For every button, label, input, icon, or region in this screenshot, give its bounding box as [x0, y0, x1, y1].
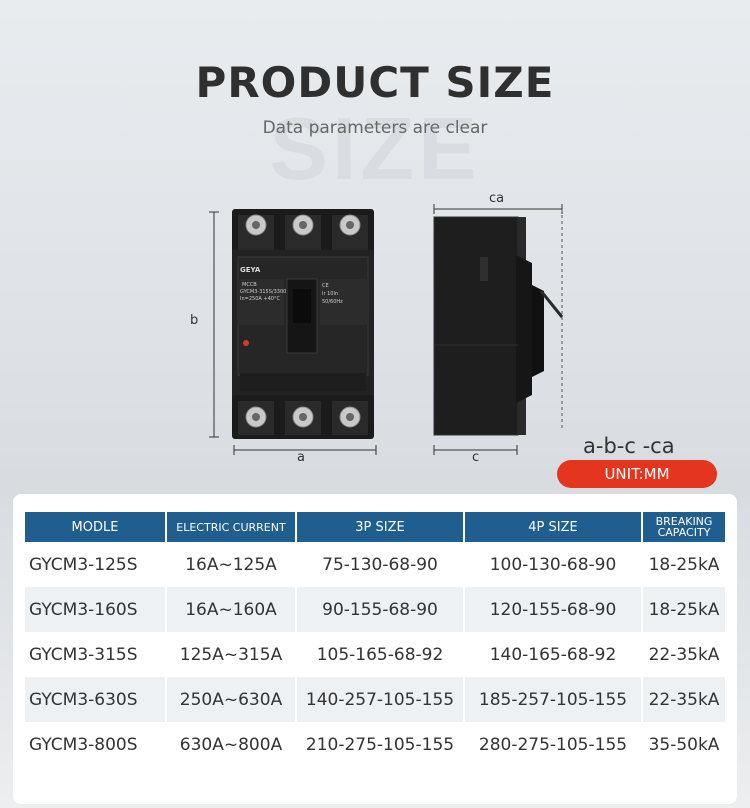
dim-label-a: a: [297, 450, 305, 465]
front-view: MCCB GYCM3-315S/3300 In=250A +40°C CE Ir…: [232, 209, 374, 439]
svg-text:GEYA: GEYA: [240, 266, 261, 274]
svg-text:CE: CE: [322, 283, 329, 289]
cell-current: 16A~160A: [167, 587, 295, 632]
header-current: ELECTRIC CURRENT: [167, 512, 295, 542]
unit-badge: UNIT:MM: [557, 460, 717, 488]
cell-current: 16A~125A: [185, 554, 277, 575]
svg-text:Ir 10In: Ir 10In: [322, 291, 338, 297]
dim-label-b: b: [190, 313, 199, 328]
cell-4p: 185-257-105-155: [465, 677, 641, 722]
cell-capacity: 22-35kA: [643, 677, 725, 722]
dim-label-c: c: [472, 450, 480, 465]
cell-model: GYCM3-630S: [25, 677, 165, 722]
cell-capacity: 35-50kA: [648, 734, 720, 755]
header-4p-size: 4P SIZE: [465, 512, 641, 542]
header-model: MODLE: [25, 512, 165, 542]
cell-3p: 140-257-105-155: [297, 677, 463, 722]
header-breaking-capacity: BREAKING CAPACITY: [643, 512, 725, 542]
cell-3p: 210-275-105-155: [305, 734, 455, 755]
cell-current: 630A~800A: [179, 734, 283, 755]
cell-capacity: 22-35kA: [648, 644, 720, 665]
svg-text:In=250A +40°C: In=250A +40°C: [240, 296, 280, 302]
cell-3p: 105-165-68-92: [316, 644, 444, 665]
cell-4p: 140-165-68-92: [489, 644, 617, 665]
svg-text:GYCM3-315S/3300: GYCM3-315S/3300: [240, 289, 286, 295]
cell-4p: 100-130-68-90: [489, 554, 617, 575]
background-watermark-text: SIZE: [269, 99, 481, 198]
table-row: GYCM3-630S 250A~630A 140-257-105-155 185…: [25, 677, 725, 722]
cell-model: GYCM3-800S: [29, 734, 138, 755]
table-row: GYCM3-125S 16A~125A 75-130-68-90 100-130…: [25, 542, 725, 587]
cell-3p: 90-155-68-90: [297, 587, 463, 632]
table-row: GYCM3-800S 630A~800A 210-275-105-155 280…: [25, 722, 725, 767]
product-illustration: MCCB GYCM3-315S/3300 In=250A +40°C CE Ir…: [190, 191, 590, 470]
cell-capacity: 18-25kA: [643, 587, 725, 632]
side-view: [433, 216, 564, 436]
cell-4p: 120-155-68-90: [465, 587, 641, 632]
dimension-formula: a-b-c -ca: [583, 434, 675, 458]
cell-4p: 280-275-105-155: [478, 734, 628, 755]
table-row: GYCM3-315S 125A~315A 105-165-68-92 140-1…: [25, 632, 725, 677]
cell-model: GYCM3-125S: [29, 554, 138, 575]
cell-model: GYCM3-315S: [29, 644, 138, 665]
cell-model: GYCM3-160S: [25, 587, 165, 632]
size-table-card: MODLE ELECTRIC CURRENT 3P SIZE 4P SIZE B…: [13, 494, 737, 804]
table-row: GYCM3-160S 16A~160A 90-155-68-90 120-155…: [25, 587, 725, 632]
breaker-drawings: MCCB GYCM3-315S/3300 In=250A +40°C CE Ir…: [209, 204, 564, 455]
table-header-row: MODLE ELECTRIC CURRENT 3P SIZE 4P SIZE B…: [25, 512, 725, 542]
header-3p-size: 3P SIZE: [297, 512, 463, 542]
cell-current: 250A~630A: [167, 677, 295, 722]
svg-text:MCCB: MCCB: [242, 282, 257, 288]
cell-3p: 75-130-68-90: [322, 554, 438, 575]
size-table: MODLE ELECTRIC CURRENT 3P SIZE 4P SIZE B…: [23, 512, 727, 767]
cell-capacity: 18-25kA: [648, 554, 720, 575]
dim-label-ca: ca: [489, 191, 505, 206]
page-subtitle: Data parameters are clear: [262, 118, 488, 138]
svg-text:50/60Hz: 50/60Hz: [322, 299, 343, 305]
page-title: PRODUCT SIZE: [195, 58, 555, 107]
cell-current: 125A~315A: [179, 644, 283, 665]
